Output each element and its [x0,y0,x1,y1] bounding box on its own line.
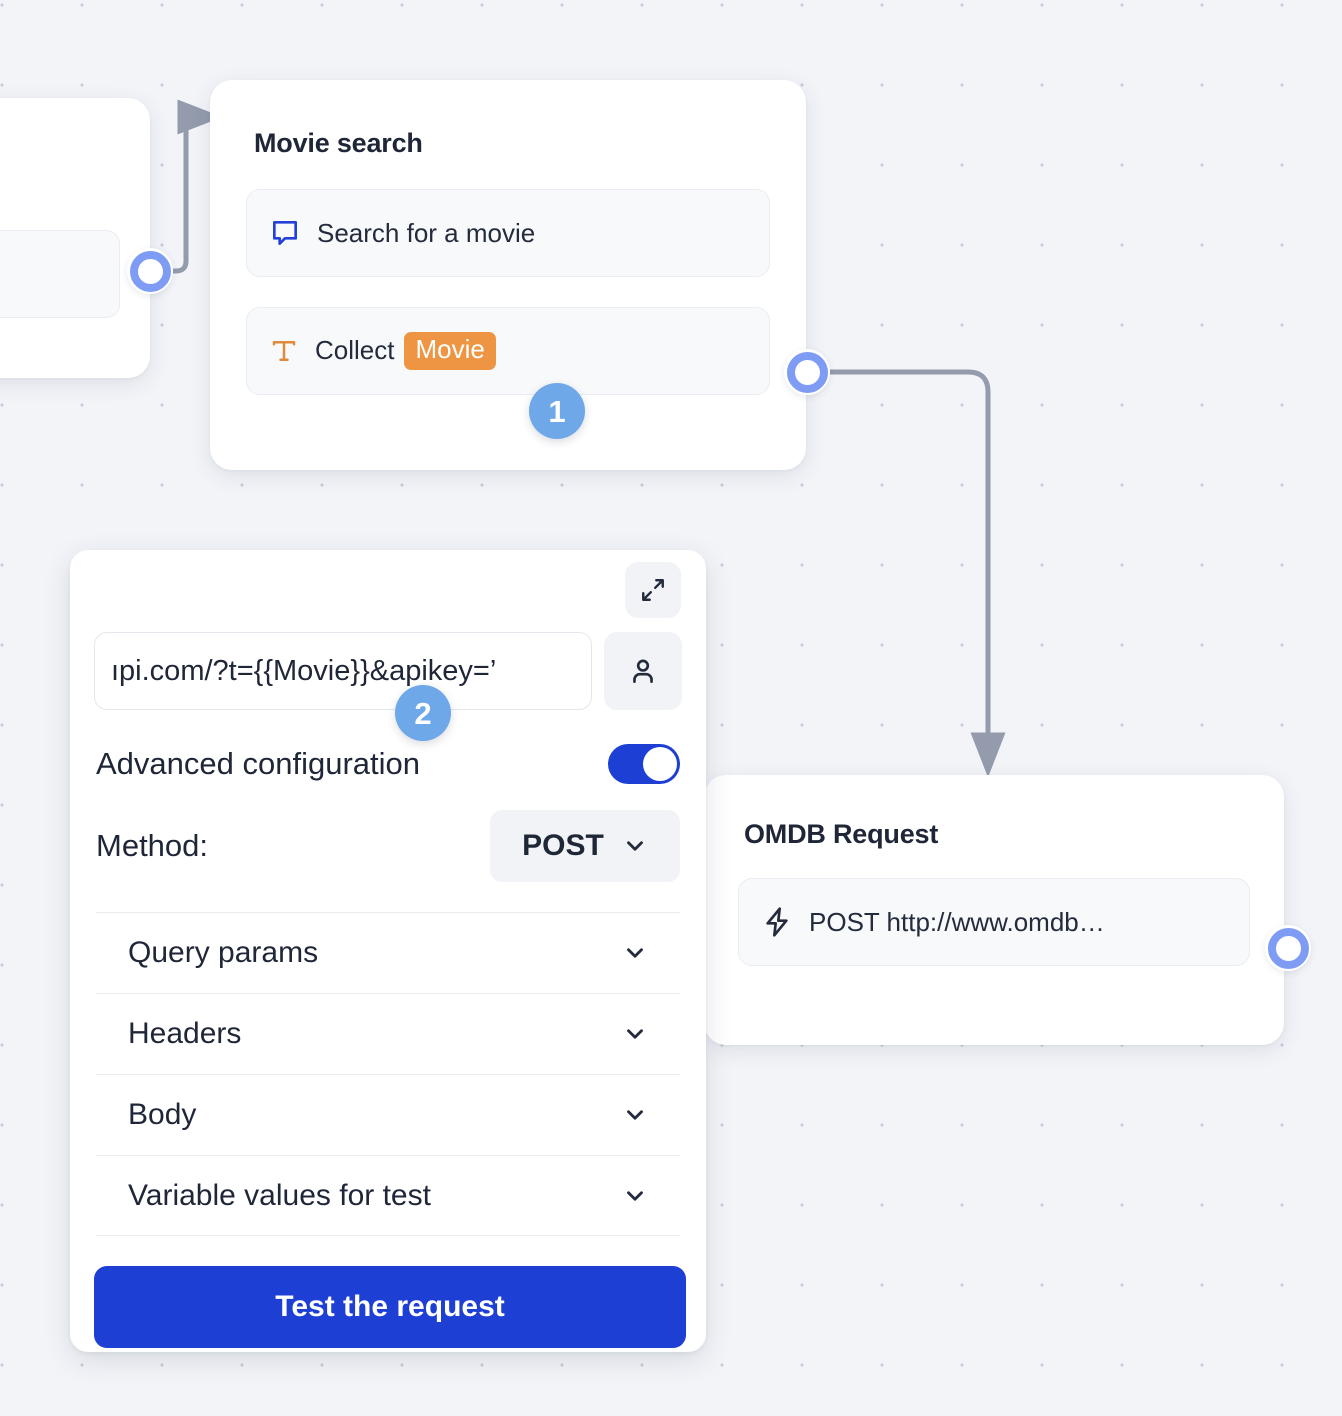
lightning-bolt-icon [761,906,793,938]
accordion-label-variable-values-for-test: Variable values for test [128,1178,431,1212]
output-port-partial-node[interactable] [127,248,173,294]
request-config-panel[interactable]: Advanced configuration Method: POST [70,550,706,1352]
advanced-configuration-label: Advanced configuration [96,746,421,781]
step-label-collect-text: Collect [315,335,395,366]
message-bubble-icon [269,217,301,249]
step-row-post-omdb[interactable]: POST http://www.omdb… [738,878,1250,966]
accordion-label-headers: Headers [128,1017,242,1050]
select-connection-button[interactable] [604,632,682,710]
expand-diagonal-icon [640,577,666,603]
output-port-omdb-request[interactable] [1265,925,1311,971]
chevron-down-icon[interactable] [622,1183,648,1209]
advanced-configuration-toggle[interactable] [608,744,680,784]
config-panel-body: Advanced configuration Method: POST [70,550,706,1348]
url-row [94,632,682,710]
chevron-down-icon[interactable] [622,1021,648,1047]
request-url-input[interactable] [94,632,592,710]
method-select[interactable]: POST [490,810,680,882]
step-label-collect: Collect Movie [315,332,496,370]
node-omdb-request[interactable]: OMDB Request POST http://www.omdb… [704,775,1284,1045]
accordion-item-headers[interactable]: Headers [96,993,680,1074]
method-row: Method: POST [94,810,682,882]
annotation-badge-1: 1 [529,383,585,439]
accordion-label-body: Body [128,1098,197,1131]
page-title-movie-search: Movie search [254,128,423,158]
method-label: Method: [96,828,209,863]
step-row-collect-movie[interactable]: Collect Movie [246,307,770,395]
accordion-label-query-params: Query params [128,936,319,969]
edge-movie-to-omdb [827,369,1006,778]
step-row-search-for-a-movie[interactable]: Search for a movie [246,189,770,277]
partial-node-step-row[interactable] [0,230,120,318]
variable-chip-movie[interactable]: Movie [404,332,496,370]
step-label-post-omdb: POST http://www.omdb… [809,906,1105,937]
accordion-item-variable-values-for-test[interactable]: Variable values for test [96,1155,680,1236]
step-label-search-for-a-movie: Search for a movie [317,217,536,248]
toggle-knob [643,747,677,781]
node-movie-search[interactable]: Movie search Search for a movie Collect … [210,80,806,470]
text-t-icon [269,336,299,366]
edge-partial-to-movie [167,99,223,274]
test-the-request-button[interactable]: Test the request [94,1266,686,1348]
config-accordion: Query params Headers [94,912,682,1236]
chevron-down-icon[interactable] [622,940,648,966]
expand-panel-button[interactable] [625,562,681,618]
advanced-configuration-row: Advanced configuration [94,744,682,784]
person-icon [627,655,659,687]
method-value: POST [522,829,604,862]
accordion-item-query-params[interactable]: Query params [96,912,680,993]
accordion-item-body[interactable]: Body [96,1074,680,1155]
annotation-badge-2: 2 [395,685,451,741]
chevron-down-icon [622,833,648,859]
chevron-down-icon[interactable] [622,1102,648,1128]
page-title-omdb-request: OMDB Request [744,819,939,849]
output-port-movie-search[interactable] [784,349,830,395]
